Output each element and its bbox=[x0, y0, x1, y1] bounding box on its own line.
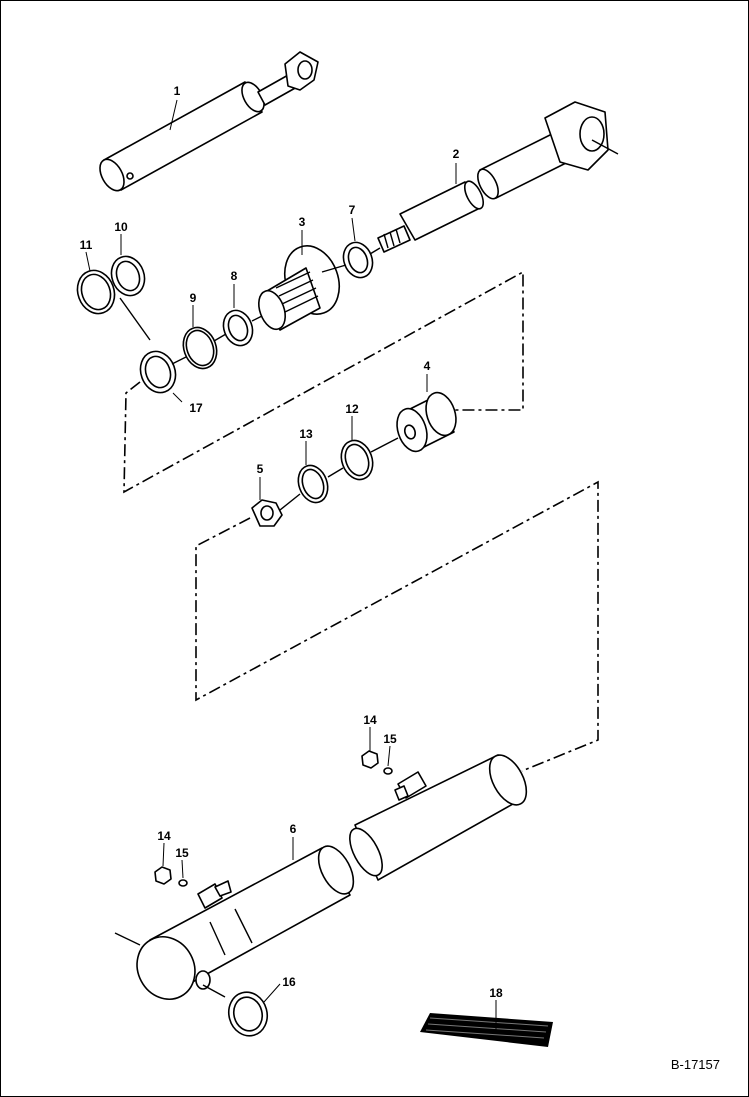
part-3-head-gland bbox=[258, 245, 341, 331]
callout-12: 12 bbox=[345, 402, 359, 416]
oring-15-upper bbox=[383, 767, 393, 775]
part-6-barrel-front bbox=[349, 754, 528, 881]
callout-17: 17 bbox=[189, 401, 203, 415]
callout-15-upper: 15 bbox=[383, 732, 397, 746]
part-5-nut bbox=[251, 499, 283, 527]
callout-13: 13 bbox=[299, 427, 313, 441]
plug-14-upper bbox=[361, 750, 379, 769]
part-4-piston bbox=[396, 391, 457, 453]
callout-18: 18 bbox=[489, 986, 503, 1000]
callout-11: 11 bbox=[80, 238, 93, 252]
callout-6: 6 bbox=[290, 822, 297, 836]
callout-1: 1 bbox=[174, 84, 181, 98]
callout-7: 7 bbox=[349, 203, 356, 217]
seal-9 bbox=[182, 326, 218, 370]
callout-15-lower: 15 bbox=[175, 846, 189, 860]
ring-17 bbox=[139, 350, 177, 394]
port-fitting-upper bbox=[394, 771, 427, 801]
callout-8: 8 bbox=[231, 269, 238, 283]
part-6-barrel-rear bbox=[114, 845, 355, 1000]
ring-10 bbox=[110, 255, 146, 297]
assembly-line-upper bbox=[123, 270, 524, 494]
seal-8 bbox=[222, 309, 254, 347]
port-fitting-lower bbox=[197, 880, 232, 909]
callout-3: 3 bbox=[299, 215, 306, 229]
callout-16: 16 bbox=[282, 975, 296, 989]
callout-10: 10 bbox=[114, 220, 128, 234]
assembly-line-lower bbox=[195, 480, 599, 772]
plug-14-lower bbox=[154, 866, 172, 885]
figure-id: B-17157 bbox=[671, 1057, 720, 1072]
seal-7 bbox=[342, 241, 374, 279]
part-2-rod bbox=[377, 101, 619, 253]
callout-2: 2 bbox=[453, 147, 460, 161]
callout-14-upper: 14 bbox=[363, 713, 377, 727]
seal-12 bbox=[340, 439, 374, 481]
oring-15-lower bbox=[178, 879, 188, 887]
callout-4: 4 bbox=[424, 359, 431, 373]
part-18-seal-kit bbox=[420, 1013, 553, 1047]
ring-11 bbox=[76, 269, 116, 315]
ring-16 bbox=[227, 991, 269, 1037]
part-1-cylinder-assembly bbox=[99, 51, 319, 192]
seal-13 bbox=[297, 464, 329, 504]
callout-5: 5 bbox=[257, 462, 264, 476]
callout-14-lower: 14 bbox=[157, 829, 171, 843]
callout-9: 9 bbox=[190, 291, 197, 305]
